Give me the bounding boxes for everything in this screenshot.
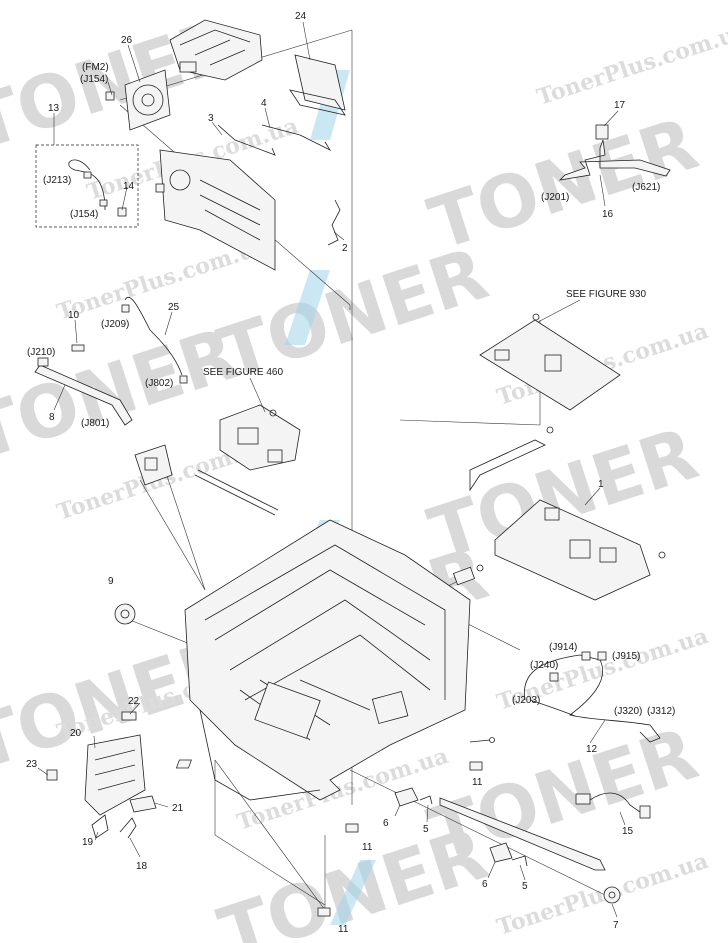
part-scanner-assembly	[219, 404, 301, 471]
part-11-foot	[317, 907, 331, 917]
callout-see-figure-460: SEE FIGURE 460	[203, 367, 283, 378]
callout-j312: (J312)	[647, 706, 675, 717]
part-screw-long	[469, 739, 491, 743]
part-23-pad	[46, 769, 58, 781]
callout-11-middle: 11	[362, 842, 373, 853]
part-2-spring	[327, 199, 341, 246]
part-rail-assembly	[394, 787, 621, 904]
part-screw	[489, 737, 495, 743]
callout-8: 8	[49, 412, 55, 423]
assembly-line	[214, 834, 326, 906]
part-24-plate	[289, 54, 346, 116]
part-small-bracket	[452, 566, 476, 586]
part-12-cable	[523, 651, 661, 743]
part-19-arm	[91, 814, 109, 839]
callout-10: 10	[68, 310, 80, 321]
callout-6-lower: 6	[482, 879, 488, 890]
part-screw	[546, 426, 554, 434]
callout-j209: (J209)	[101, 319, 129, 330]
callout-j201: (J201)	[541, 192, 569, 203]
callout-15: 15	[622, 826, 634, 837]
part-11-foot	[345, 823, 359, 833]
part-latch-left	[134, 444, 173, 486]
callout-2: 2	[342, 243, 348, 254]
callout-6-upper: 6	[383, 818, 389, 829]
assembly-line	[214, 759, 326, 911]
part-18-spring	[119, 817, 137, 839]
part-main-frame	[184, 519, 471, 801]
callout-1: 1	[598, 479, 604, 490]
callout-16: 16	[602, 209, 614, 220]
part-upper-bracket	[155, 149, 276, 271]
cable-13-outline	[35, 144, 139, 228]
callout-13: 13	[48, 103, 60, 114]
callout-j210: (J210)	[27, 347, 55, 358]
callout-18: 18	[136, 861, 148, 872]
part-20-side-assembly	[84, 711, 146, 816]
parts-layer	[34, 19, 671, 917]
callout-j802: (J802)	[145, 378, 173, 389]
part-21-lever	[129, 795, 157, 813]
callout-9: 9	[108, 576, 114, 587]
callout-25: 25	[168, 302, 180, 313]
part-8-flat-cable	[34, 357, 133, 426]
callout-j801: (J801)	[81, 418, 109, 429]
callout-7: 7	[613, 920, 619, 931]
assembly-line	[139, 479, 206, 591]
part-13-cable-group	[35, 144, 139, 228]
callout-12: 12	[586, 744, 598, 755]
callout-11-lower: 11	[338, 924, 349, 935]
part-formatter-board	[479, 313, 621, 411]
callout-j203: (J203)	[512, 695, 540, 706]
watermark-accent	[285, 270, 330, 345]
part-15-power-cord	[575, 792, 651, 819]
part-11-foot	[469, 761, 483, 771]
callout-j914: (J914)	[549, 642, 577, 653]
callout-20: 20	[70, 728, 82, 739]
part-board-bracket	[469, 439, 546, 492]
part-duct-top	[169, 19, 263, 81]
part-screw	[476, 564, 484, 572]
callout-26: 26	[121, 35, 133, 46]
callout-17: 17	[614, 100, 626, 111]
callout-4: 4	[261, 98, 267, 109]
assembly-line	[164, 469, 206, 591]
callout-19: 19	[82, 837, 94, 848]
part-9-gear	[114, 603, 136, 625]
watermark-accent	[330, 860, 376, 925]
part-guide-rod	[194, 469, 279, 516]
callout-5-lower: 5	[522, 881, 528, 892]
callout-j320: (J320)	[614, 706, 642, 717]
part-16-flat-cable	[558, 124, 671, 181]
part-3-4-wires	[217, 124, 332, 156]
callout-21: 21	[172, 803, 184, 814]
part-11-foot	[175, 759, 192, 769]
watermark-domain: TonerPlus.com.ua	[534, 18, 728, 111]
callout-j915: (J915)	[612, 651, 640, 662]
callout-j240: (J240)	[530, 660, 558, 671]
leader-lines	[37, 21, 626, 918]
callout-23: 23	[26, 759, 38, 770]
callout-3: 3	[208, 113, 214, 124]
callout-14: 14	[123, 181, 135, 192]
assembly-line	[399, 419, 541, 426]
assembly-line	[349, 769, 606, 896]
callout-22: 22	[128, 696, 140, 707]
part-10-connector	[71, 344, 85, 352]
part-25-cable	[121, 297, 188, 384]
callout-labels: 24 26 (FM2) (J154) 13 3 4 (J213) 14 (J15…	[26, 11, 675, 935]
callout-j154: (J154)	[80, 74, 108, 85]
callout-j154-lower: (J154)	[70, 209, 98, 220]
callout-24: 24	[295, 11, 307, 22]
part-26-fan	[105, 69, 171, 131]
callout-11-upper: 11	[472, 777, 483, 788]
callout-j621: (J621)	[632, 182, 660, 193]
callout-fm2: (FM2)	[82, 62, 109, 73]
callout-see-figure-930: SEE FIGURE 930	[566, 289, 646, 300]
callout-5-upper: 5	[423, 824, 429, 835]
part-1-controller-board	[494, 499, 666, 601]
callout-j213: (J213)	[43, 175, 71, 186]
